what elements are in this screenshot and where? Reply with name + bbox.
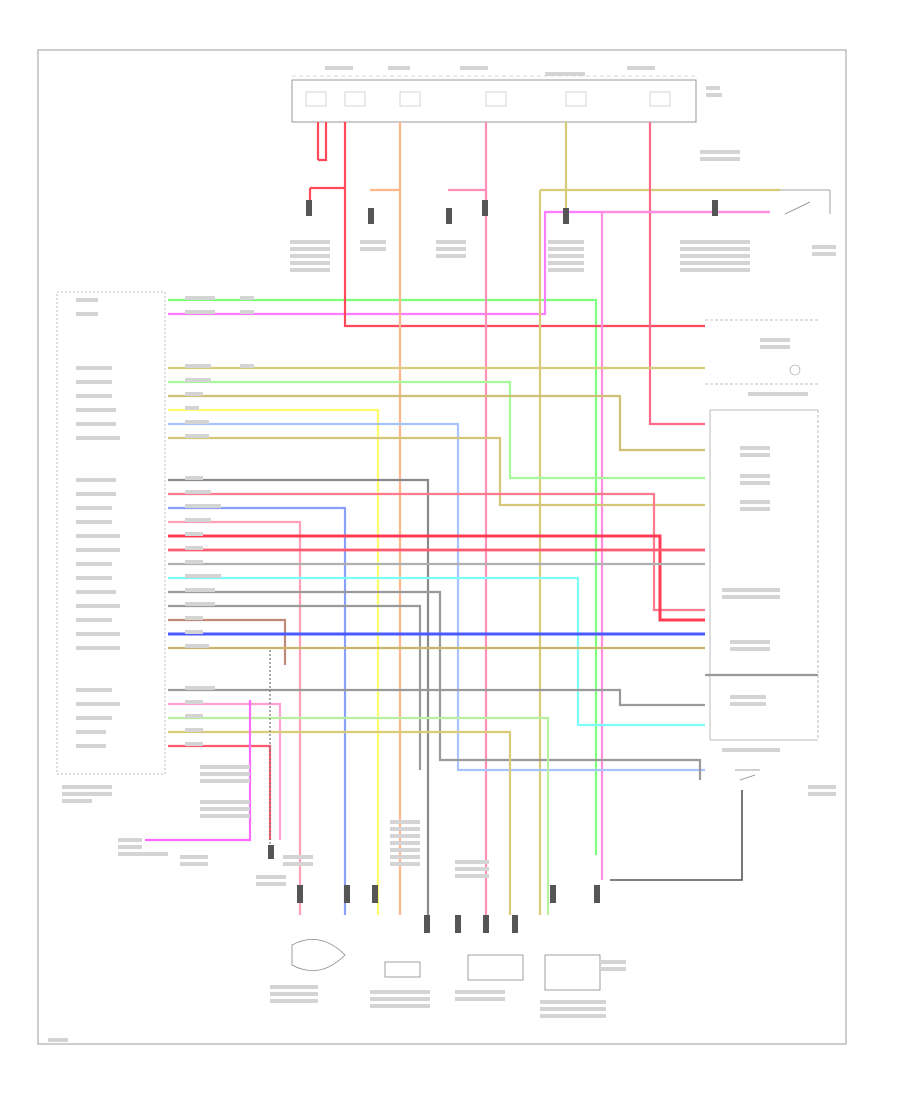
pcm-box [56,291,166,775]
wire-black-brake [610,790,743,881]
wire-pink-branch [448,188,488,215]
wire-gray-low9 [168,590,702,780]
wire-red-low2 [168,492,705,612]
wire-red-b5 [168,744,272,840]
wire-red-fuse1b [318,122,328,162]
bottom-components [291,938,601,991]
wire-green-b3 [168,716,550,915]
component-left-sensor [291,938,346,972]
diagram-frame [37,49,847,1045]
wire-olive-mid3 [168,394,705,452]
wire-blue-low3 [168,506,347,915]
component-throttle [467,954,524,981]
tcc-switch [780,189,831,215]
wire-pink-b2 [168,702,282,840]
wire-brown-low11 [168,618,287,665]
connector-stubs [268,200,718,933]
label-placeholders [48,66,836,1042]
fuse-symbols [305,91,671,107]
wire-magenta-top [168,210,770,316]
instrument-cluster-box [705,319,818,385]
wire-green-mid2 [168,380,705,480]
wire-magenta-left [145,700,252,842]
component-vss [544,954,601,991]
wire-red-main [343,122,705,328]
wire-pink-low4 [168,520,302,915]
wire-cyan-low8 [168,576,705,727]
wire-red-fuse6 [648,122,705,426]
wire-gray-low1 [168,478,430,915]
wire-olive-mid6 [168,436,705,507]
brake-switch [735,769,760,781]
wire-lightblue-mid5 [168,422,705,772]
wire-olive-b4 [168,730,512,915]
transmission-box [709,409,819,741]
wires [145,122,818,915]
wire-yellow-mid4 [168,408,380,915]
wire-gray-b1 [168,688,705,707]
fuse-block [291,75,697,123]
wire-green-top [168,298,598,855]
component-mid [384,961,421,978]
wire-gray-low10 [168,604,422,770]
wire-red-low5 [168,534,705,622]
